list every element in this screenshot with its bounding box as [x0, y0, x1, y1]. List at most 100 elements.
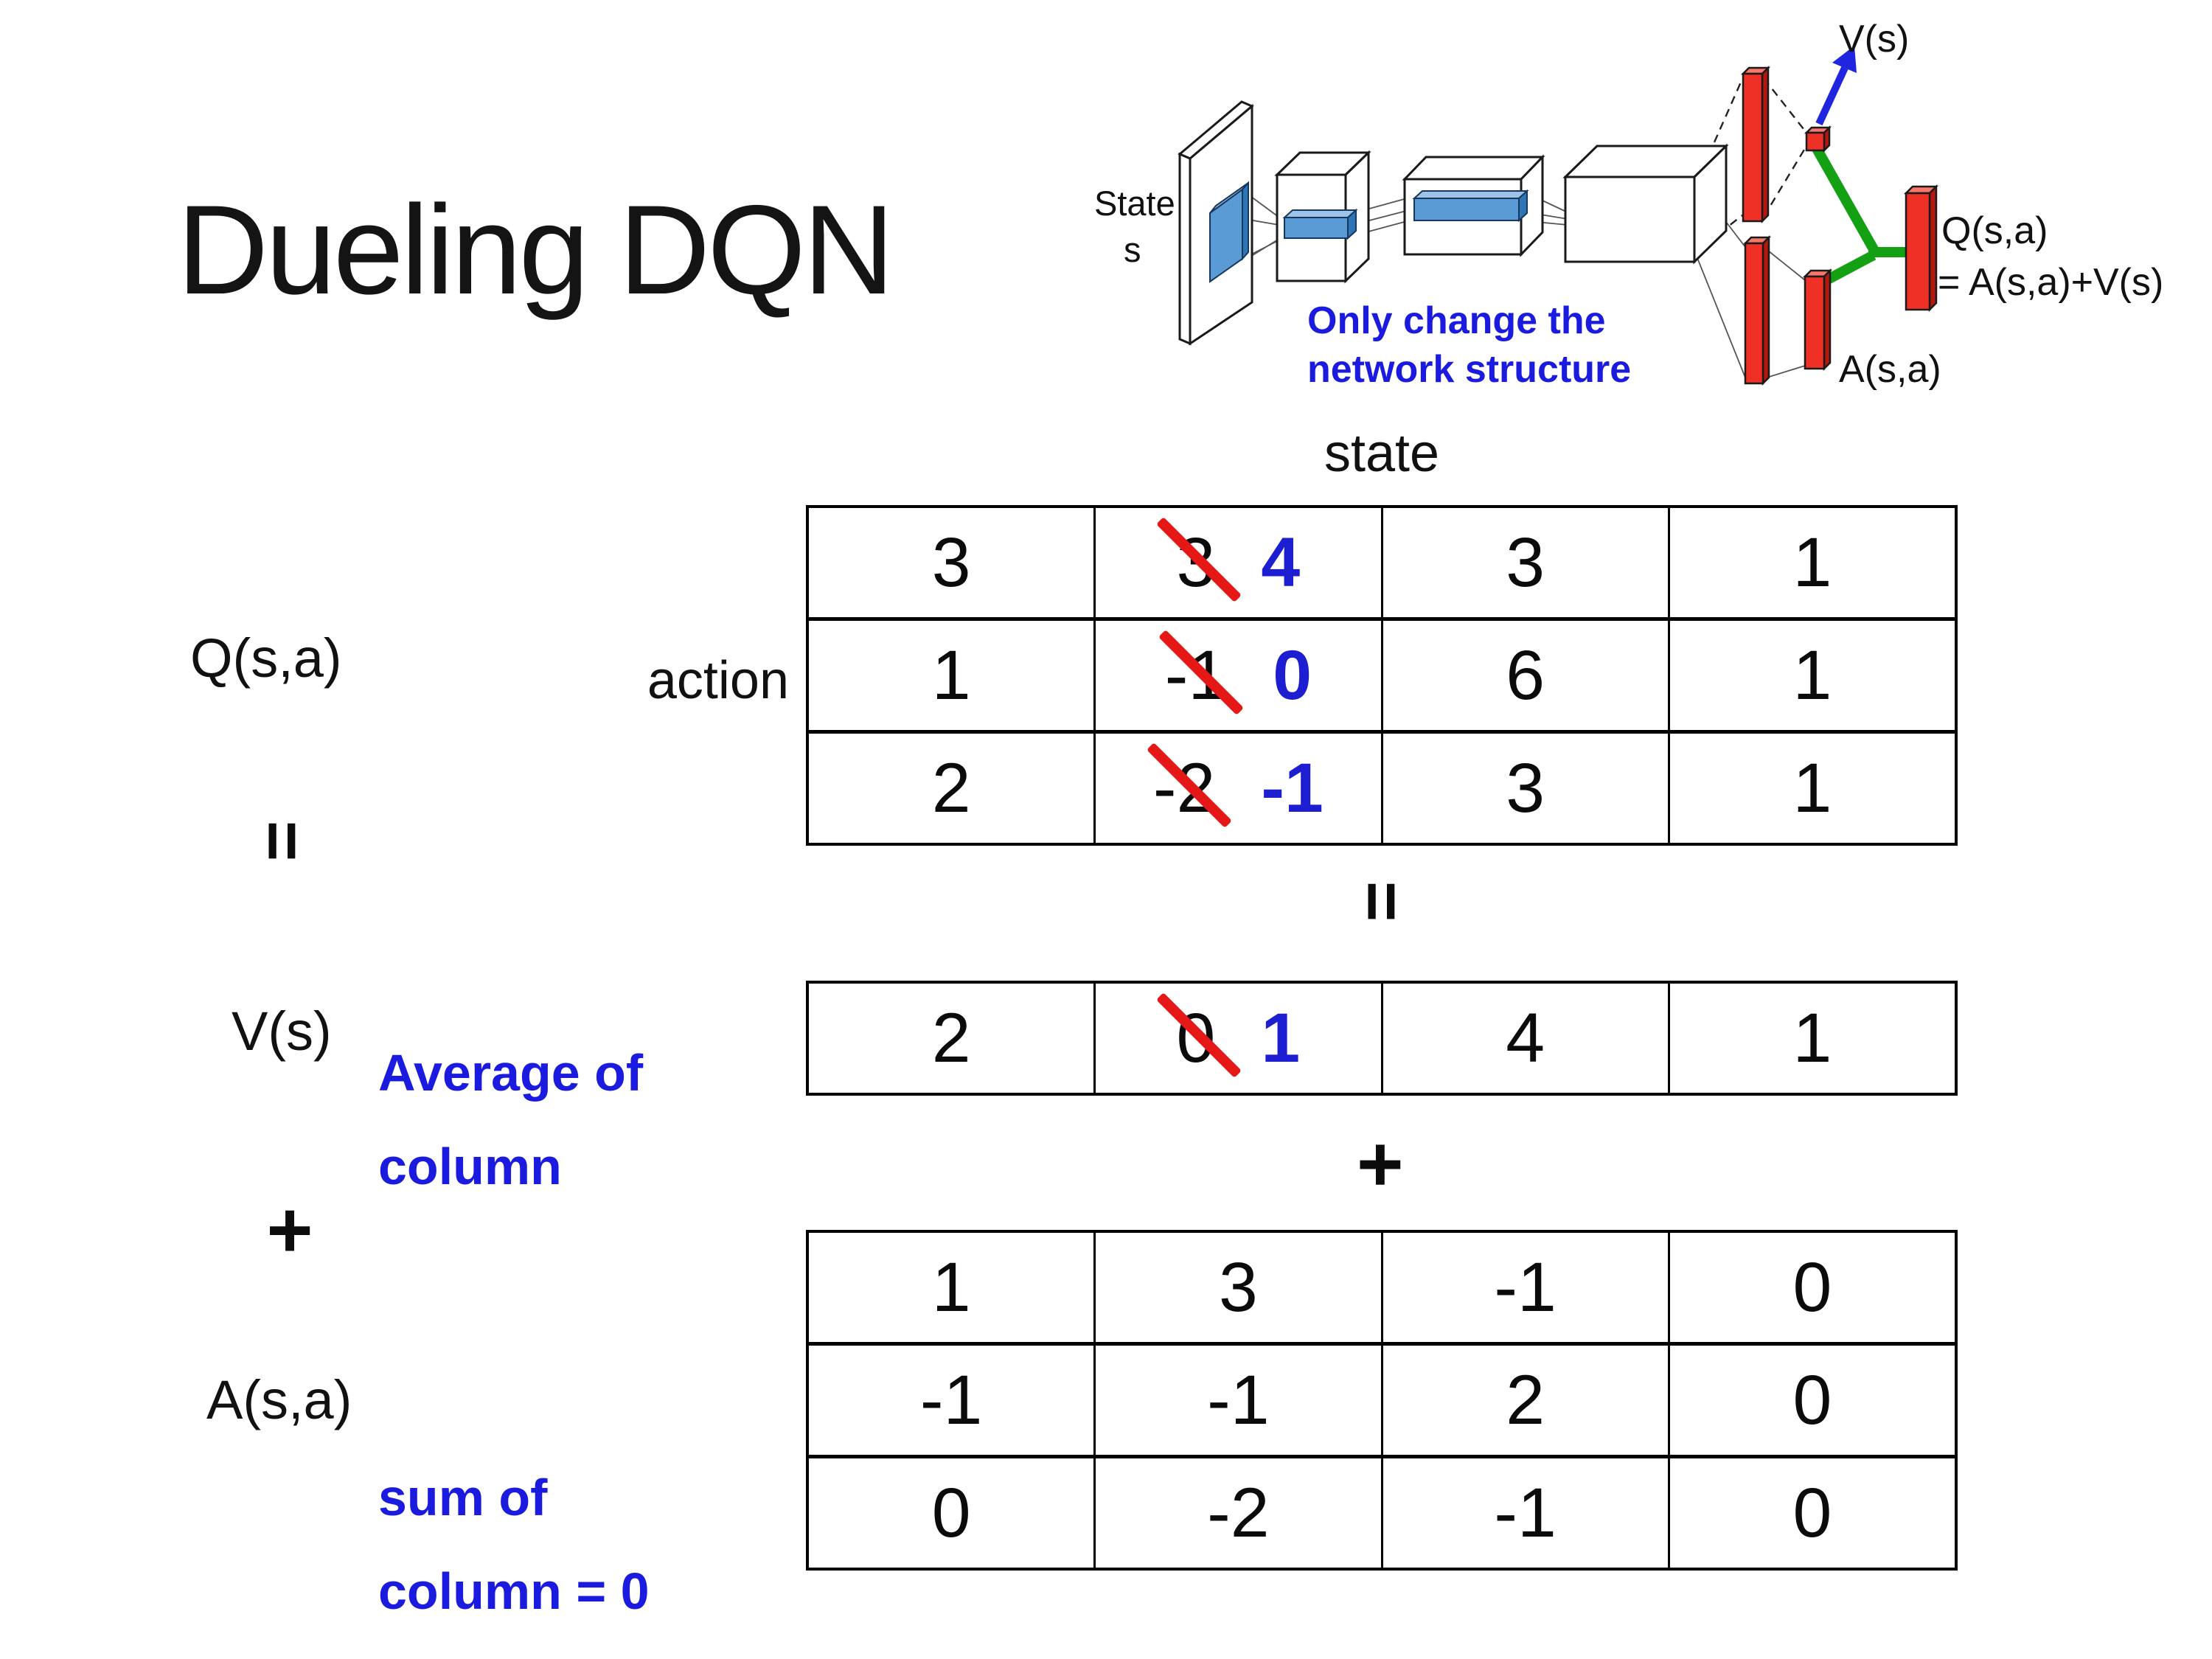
cell-value: 1 — [1792, 636, 1832, 714]
q-term-label: Q(s,a) — [190, 627, 342, 689]
dueling-network-diagram: State s V(s) Q(s,a) = A(s,a)+V(s) A(s,a)… — [1094, 18, 2163, 391]
new-value: 4 — [1261, 523, 1301, 602]
equals-sign-left: = — [243, 820, 322, 862]
conv-box-2 — [1402, 154, 1545, 257]
diagram-note-line2: network structure — [1307, 348, 1631, 391]
cell-value: 6 — [1506, 636, 1545, 714]
table-row: -1 -1 2 0 — [809, 1342, 1955, 1455]
cell-value: -1 — [1207, 1360, 1270, 1439]
table-cell: 2 — [1380, 1346, 1668, 1455]
v-term-label: V(s) — [232, 1001, 332, 1062]
cell-value: -1 — [919, 1360, 983, 1439]
cell-value: 1 — [1792, 748, 1832, 827]
a-term-label: A(s,a) — [206, 1369, 352, 1430]
old-value: -2 — [1152, 748, 1216, 827]
q-output-bar — [1903, 184, 1939, 313]
cell-value: 0 — [1792, 1360, 1832, 1439]
cell-value: 1 — [1792, 998, 1832, 1077]
cell-value: 1 — [931, 1248, 971, 1326]
average-of-column-note: Average of column — [378, 1044, 644, 1195]
table-cell: 6 — [1380, 621, 1668, 730]
cell-value: 0 — [1792, 1248, 1832, 1326]
plus-sign-left: + — [266, 1185, 313, 1274]
cell-value: 0 — [1792, 1473, 1832, 1552]
diagram-v-label: V(s) — [1839, 18, 1909, 60]
fc-bar-a-stream — [1742, 234, 1772, 386]
old-value: 0 — [1176, 998, 1216, 1077]
merge-junction — [1811, 145, 1911, 291]
v-output-arrow — [1815, 46, 1857, 126]
table-cell: 4 — [1380, 984, 1668, 1093]
table-cell: 3 — [1093, 1233, 1380, 1342]
cell-value: 2 — [1506, 1360, 1545, 1439]
cell-value: 2 — [931, 748, 971, 827]
conv-box-3 — [1562, 143, 1729, 265]
table-cell: 3 — [809, 508, 1093, 617]
a-matrix: 1 3 -1 0 -1 -1 2 0 0 -2 -1 0 — [806, 1230, 1958, 1571]
table-cell: -1 — [1380, 1458, 1668, 1568]
cell-value: 3 — [1506, 748, 1545, 827]
table-cell: -1 — [809, 1346, 1093, 1455]
v-scalar-node — [1804, 125, 1832, 153]
action-header: action — [647, 651, 789, 710]
old-value: -1 — [1164, 636, 1228, 714]
equals-sign-middle: = — [1343, 880, 1422, 922]
new-value: -1 — [1261, 748, 1324, 827]
a-vector-bar — [1802, 268, 1833, 372]
slide-title: Dueling DQN — [177, 179, 894, 321]
table-cell: 3 — [1380, 508, 1668, 617]
state-header: state — [1324, 424, 1440, 483]
cell-value: 3 — [1506, 523, 1545, 602]
diagram-a-label: A(s,a) — [1839, 348, 1941, 391]
table-cell: 1 — [809, 621, 1093, 730]
table-cell: 0 — [809, 1458, 1093, 1568]
table-row: 2 -2 -1 3 1 — [809, 730, 1955, 843]
table-cell: 1 — [1667, 508, 1955, 617]
cell-value: 0 — [931, 1473, 971, 1552]
table-cell: -2 — [1093, 1458, 1380, 1568]
sum-of-column-note: sum of column = 0 — [378, 1469, 650, 1620]
cell-value: 2 — [931, 998, 971, 1077]
diagram-state-label: State — [1094, 184, 1175, 223]
table-cell: 1 — [1667, 621, 1955, 730]
table-row: 0 -2 -1 0 — [809, 1455, 1955, 1568]
table-cell: 2 — [809, 734, 1093, 843]
table-cell: 3 — [1380, 734, 1668, 843]
cell-value: 1 — [1792, 523, 1832, 602]
table-cell: 2 — [809, 984, 1093, 1093]
cell-value: 3 — [1218, 1248, 1258, 1326]
table-cell: 0 — [1667, 1458, 1955, 1568]
table-cell: 0 — [1667, 1346, 1955, 1455]
table-cell: 1 — [1667, 984, 1955, 1093]
diagram-state-sub: s — [1124, 230, 1141, 269]
fc-bar-v-stream — [1740, 65, 1771, 224]
table-cell: 0 — [1667, 1233, 1955, 1342]
conv-box-1 — [1274, 150, 1371, 284]
cell-value: 1 — [931, 636, 971, 714]
cell-value: 3 — [931, 523, 971, 602]
cell-value: -1 — [1494, 1248, 1557, 1326]
input-plane — [1178, 100, 1254, 346]
plus-sign-middle: + — [1337, 1141, 1427, 1189]
table-cell: -2 -1 — [1093, 734, 1380, 843]
cell-value: -2 — [1207, 1473, 1270, 1552]
table-cell: -1 — [1380, 1233, 1668, 1342]
table-row: 1 3 -1 0 — [809, 1233, 1955, 1342]
table-cell: 1 — [809, 1233, 1093, 1342]
cell-value: 4 — [1506, 998, 1545, 1077]
diagram-q-formula: = A(s,a)+V(s) — [1938, 261, 2163, 304]
diagram-note-line1: Only change the — [1307, 299, 1606, 342]
diagram-q-label: Q(s,a) — [1941, 209, 2048, 252]
cell-value: -1 — [1494, 1473, 1557, 1552]
table-cell: 1 — [1667, 734, 1955, 843]
new-value: 1 — [1261, 998, 1301, 1077]
